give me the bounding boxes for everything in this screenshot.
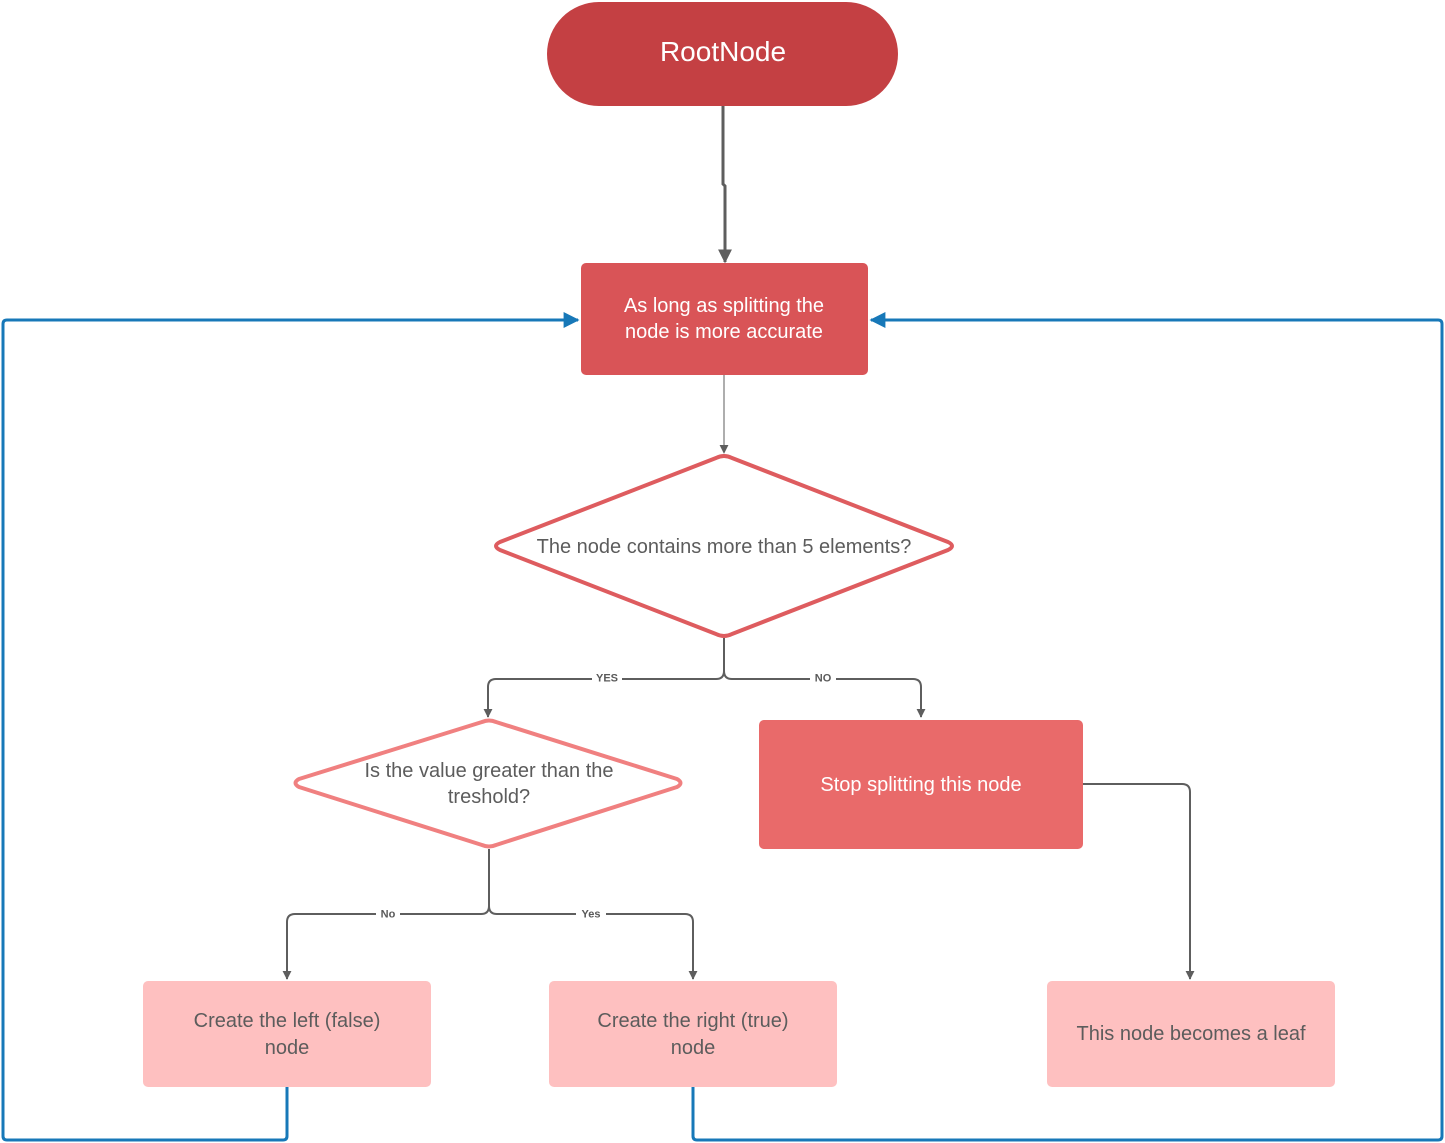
loop-back-connector-left xyxy=(1,312,580,1142)
leaf-label: This node becomes a leaf xyxy=(1076,1023,1305,1045)
create-left-label-line1: Create the left (false) xyxy=(194,1010,381,1032)
create-left-shape xyxy=(143,981,431,1087)
edge-label-yes-upper: YES xyxy=(592,671,622,685)
loop-condition-shape xyxy=(581,263,868,375)
decision-threshold-label-line1: Is the value greater than the xyxy=(364,760,613,782)
connector-decision-no-branch xyxy=(723,670,926,718)
connector-root-to-loop xyxy=(718,106,732,264)
svg-text:Yes: Yes xyxy=(582,909,601,921)
create-right-label-line2: node xyxy=(671,1037,716,1059)
decision-elements-label: The node contains more than 5 elements? xyxy=(537,536,912,558)
connector-stop-to-leaf xyxy=(1083,783,1195,980)
create-left-node[interactable]: Create the left (false) node xyxy=(143,981,431,1087)
loop-back-connector-right xyxy=(691,312,1444,1142)
connector-threshold-yes-branch xyxy=(488,905,698,980)
leaf-shape xyxy=(1047,981,1335,1087)
svg-text:YES: YES xyxy=(596,673,618,685)
svg-text:NO: NO xyxy=(815,673,832,685)
edge-label-no-lower: No xyxy=(376,907,400,921)
decision-threshold-node[interactable]: Is the value greater than the treshold? xyxy=(293,718,683,849)
create-left-label-line2: node xyxy=(265,1037,310,1059)
decision-threshold-shape xyxy=(293,718,683,849)
stop-splitting-label: Stop splitting this node xyxy=(820,774,1021,796)
edge-label-yes-lower: Yes xyxy=(576,907,606,921)
root-node-label: RootNode xyxy=(660,36,786,67)
create-right-label-line1: Create the right (true) xyxy=(597,1010,788,1032)
create-right-node[interactable]: Create the right (true) node xyxy=(549,981,837,1087)
decision-elements-shape xyxy=(494,454,954,638)
decision-elements-node[interactable]: The node contains more than 5 elements? xyxy=(494,454,954,638)
svg-text:No: No xyxy=(381,909,396,921)
loop-condition-label-line1: As long as splitting the xyxy=(624,295,824,317)
edge-label-no-upper: NO xyxy=(810,671,836,685)
loop-condition-node[interactable]: As long as splitting the node is more ac… xyxy=(581,263,868,375)
decision-threshold-label-line2: treshold? xyxy=(448,786,530,808)
stop-splitting-shape xyxy=(759,720,1083,849)
create-right-shape xyxy=(549,981,837,1087)
loop-condition-label-line2: node is more accurate xyxy=(625,321,823,343)
root-node[interactable]: RootNode xyxy=(547,2,898,106)
leaf-node[interactable]: This node becomes a leaf xyxy=(1047,981,1335,1087)
stop-splitting-node[interactable]: Stop splitting this node xyxy=(759,720,1083,849)
root-node-shape xyxy=(547,2,898,106)
